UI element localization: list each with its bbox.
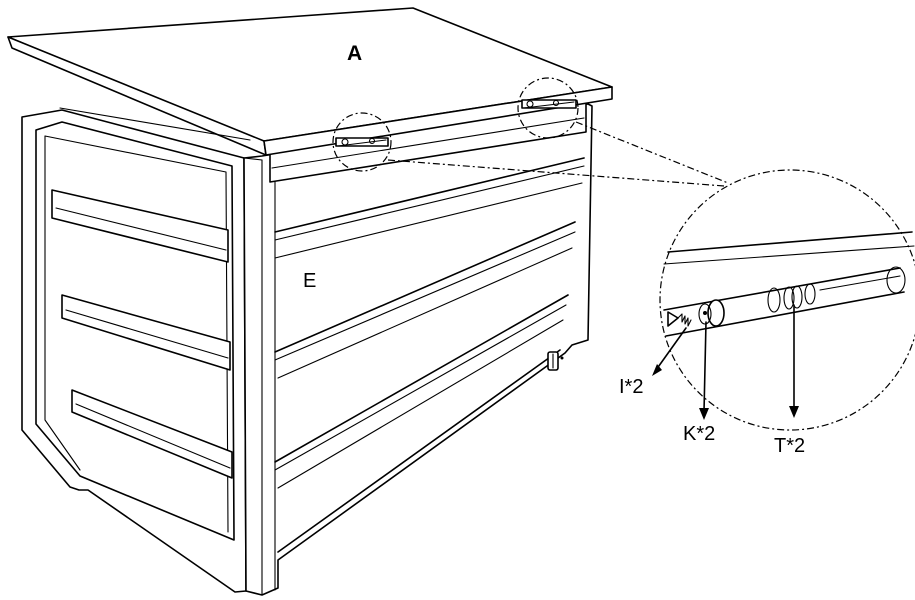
part-i-label: I*2 [619,376,643,398]
part-t-label: T*2 [774,435,805,457]
part-k-label: K*2 [683,423,715,445]
callout-leader-lines [387,121,729,187]
part-k-bushing [707,299,725,327]
front-panel-e [269,99,587,553]
callout-circle-left [332,112,392,172]
hinge-left [335,137,389,147]
magnified-detail [652,169,915,431]
part-i-screw [667,311,692,327]
left-side-slats [51,189,233,479]
callout-circle-right [517,77,579,139]
front-panel-label: E [303,270,316,292]
caster-wheel [547,351,564,371]
lid-label: A [347,42,362,65]
hinge-right [521,99,577,109]
label-arrows [652,304,799,420]
part-t-pin [767,287,781,313]
